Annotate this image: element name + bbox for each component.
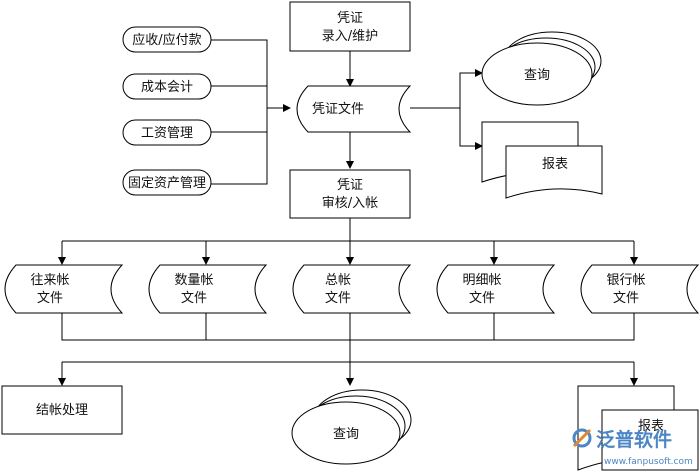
voucher-entry-line1: 凭证 (337, 11, 363, 26)
ledger-bank-line1: 银行帐 (606, 273, 645, 288)
closing-label: 结帐处理 (36, 403, 88, 418)
ledger-general-line2: 文件 (325, 291, 351, 306)
ledger-detail-store: 明细帐 文件 (436, 264, 556, 314)
connector-modules-mid (211, 85, 267, 133)
module-fixed-assets-label: 固定资产管理 (128, 176, 206, 191)
module-cost: 成本会计 (122, 73, 212, 100)
ledger-files: 往来帐 文件 数量帐 文件 总帐 文件 明细帐 文件 银行帐 文件 (4, 264, 700, 314)
watermark-brand: 泛普软件 (596, 428, 672, 451)
voucher-review-box: 凭证 审核/入帐 (289, 169, 411, 219)
voucher-file-label: 凭证文件 (312, 102, 364, 117)
ledger-general-line1: 总帐 (325, 273, 351, 288)
ledger-detail-line1: 明细帐 (462, 273, 501, 288)
watermark: 泛普软件 www.fanpusoft.com (572, 428, 693, 467)
voucher-file-store: 凭证文件 (296, 85, 412, 133)
module-cost-label: 成本会计 (141, 80, 193, 95)
connector-ledger-bus-bottom (61, 313, 635, 341)
ledger-quantity-line2: 文件 (181, 291, 207, 306)
module-payroll-label: 工资管理 (141, 126, 193, 141)
voucher-review-line1: 凭证 (337, 178, 363, 193)
closing-box: 结帐处理 (1, 385, 123, 435)
ledger-general-store: 总帐 文件 (292, 264, 412, 314)
report-bottom-docs: 报表 (577, 385, 699, 471)
report-bottom-label: 报表 (638, 419, 664, 434)
voucher-review-line2: 审核/入帐 (322, 196, 378, 211)
module-ar-ap-label: 应收/应付款 (132, 32, 201, 48)
report-top-label: 报表 (542, 157, 568, 172)
watermark-url: www.fanpusoft.com (604, 457, 693, 467)
module-ar-ap: 应收/应付款 (122, 26, 212, 53)
ledger-bank-store: 银行帐 文件 (580, 264, 700, 314)
fanpu-logo-icon (572, 428, 592, 448)
source-modules: 应收/应付款 成本会计 工资管理 固定资产管理 (122, 26, 212, 196)
query-bottom-label: 查询 (333, 427, 359, 442)
ledger-current-line2: 文件 (37, 291, 63, 306)
voucher-entry-line2: 录入/维护 (322, 29, 378, 44)
connector-lines (58, 39, 638, 386)
query-top-label: 查询 (524, 68, 550, 83)
connector-modules-bus (211, 39, 268, 185)
query-top-stack: 查询 (481, 31, 602, 106)
module-payroll: 工资管理 (122, 119, 212, 146)
report-top-docs: 报表 (481, 121, 603, 199)
voucher-entry-box: 凭证 录入/维护 (289, 1, 411, 52)
arrow-file-to-report (459, 108, 483, 150)
ledger-current-line1: 往来帐 (30, 273, 69, 288)
ledger-detail-line2: 文件 (469, 291, 495, 306)
connector-ledger-drops (205, 313, 495, 340)
query-bottom-stack: 查询 (291, 389, 412, 465)
ledger-current-store: 往来帐 文件 (4, 264, 124, 314)
ledger-bank-line2: 文件 (613, 291, 639, 306)
ledger-quantity-store: 数量帐 文件 (148, 264, 268, 314)
arrow-file-to-query (410, 69, 483, 109)
module-fixed-assets: 固定资产管理 (122, 169, 212, 196)
ledger-quantity-line1: 数量帐 (174, 273, 213, 288)
